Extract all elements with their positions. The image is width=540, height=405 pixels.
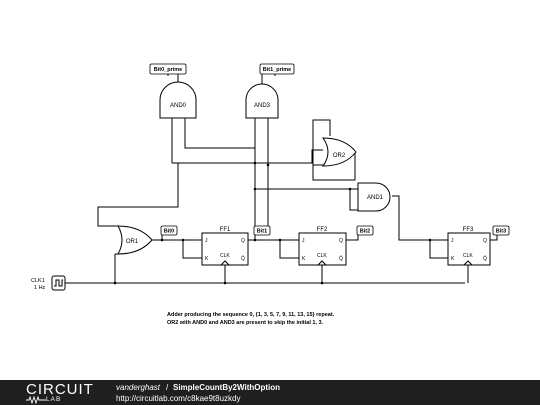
clock-name: CLK1 xyxy=(31,278,45,284)
title-separator: / xyxy=(166,383,169,392)
ff2-pin-clk: CLK xyxy=(317,253,327,259)
probe-bit3-label: Bit3 xyxy=(496,229,506,235)
probe-bit3[interactable]: Bit3 xyxy=(492,225,510,236)
ff2-label: FF2 xyxy=(317,227,328,233)
probe-bit1-label: Bit1 xyxy=(257,229,267,235)
note-line-1: Adder producing the sequence 0, {1, 3, 5… xyxy=(167,312,335,318)
ff1-pin-j: J xyxy=(205,238,208,244)
circuit-url-link[interactable]: http://circuitlab.com/c8kae9t8uzkdy xyxy=(116,394,241,403)
junctions xyxy=(113,161,432,285)
and3-gate[interactable]: AND3 xyxy=(245,83,279,119)
ff1-pin-k: K xyxy=(205,256,209,262)
circuit-schematic: AND0 AND3 OR2 AND1 OR1 FF1 J K Q Q̄ CLK … xyxy=(31,63,510,326)
ff1-pin-clk: CLK xyxy=(220,253,230,259)
ff3-label: FF3 xyxy=(463,227,474,233)
ff1-flipflop[interactable]: FF1 J K Q Q̄ CLK xyxy=(201,227,249,266)
and0-gate[interactable]: AND0 xyxy=(159,81,197,119)
and0-label: AND0 xyxy=(170,103,187,109)
clock-freq: 1 Hz xyxy=(34,285,46,291)
probe-bit0[interactable]: Bit0 xyxy=(160,225,178,236)
ff2-pin-qbar: Q̄ xyxy=(339,255,343,262)
or1-gate[interactable]: OR1 xyxy=(117,225,153,255)
probe-bit2[interactable]: Bit2 xyxy=(356,225,374,236)
probe-bit1[interactable]: Bit1 xyxy=(253,225,271,236)
probe-bit1-prime[interactable]: Bit1_prime xyxy=(259,63,295,75)
ff2-pin-k: K xyxy=(302,256,306,262)
ff1-pin-q: Q xyxy=(241,238,245,244)
footer-bar: CIRCUIT LAB vanderghast / SimpleCountBy2… xyxy=(0,380,540,405)
ff3-flipflop[interactable]: FF3 J K Q Q̄ CLK xyxy=(447,227,491,266)
ff3-pin-k: K xyxy=(451,256,455,262)
ff2-pin-j: J xyxy=(302,238,305,244)
probe-bit0-label: Bit0 xyxy=(164,229,174,235)
ff1-pin-qbar: Q̄ xyxy=(241,255,245,262)
and1-label: AND1 xyxy=(367,195,384,201)
ff2-pin-q: Q xyxy=(339,238,343,244)
circuit-notes: Adder producing the sequence 0, {1, 3, 5… xyxy=(167,312,335,326)
clock-source[interactable]: CLK1 1 Hz xyxy=(31,275,66,291)
probe-bit0-prime-label: Bit0_prime xyxy=(154,67,182,73)
circuitlab-logo-lab: LAB xyxy=(46,396,62,403)
or2-gate[interactable]: OR2 xyxy=(322,137,357,167)
ff3-pin-qbar: Q̄ xyxy=(483,255,487,262)
and1-gate[interactable]: AND1 xyxy=(357,182,391,212)
or1-label: OR1 xyxy=(126,239,139,245)
probe-bit2-label: Bit2 xyxy=(360,229,370,235)
logo-wave-icon xyxy=(26,396,46,404)
or2-label: OR2 xyxy=(333,153,346,159)
note-line-2: OR2 with AND0 and AND3 are present to sk… xyxy=(167,320,324,326)
author-name[interactable]: vanderghast xyxy=(116,383,161,392)
probe-bit1-prime-label: Bit1_prime xyxy=(263,67,291,73)
circuit-title[interactable]: SimpleCountBy2WithOption xyxy=(173,383,281,392)
and3-label: AND3 xyxy=(254,103,271,109)
ff3-pin-q: Q xyxy=(483,238,487,244)
ff2-flipflop[interactable]: FF2 J K Q Q̄ CLK xyxy=(298,227,347,266)
ff3-pin-clk: CLK xyxy=(463,253,473,259)
circuitlab-logo-text[interactable]: CIRCUIT xyxy=(26,381,94,398)
ff1-label: FF1 xyxy=(220,227,231,233)
ff3-pin-j: J xyxy=(451,238,454,244)
probe-bit0-prime[interactable]: Bit0_prime xyxy=(149,63,187,75)
